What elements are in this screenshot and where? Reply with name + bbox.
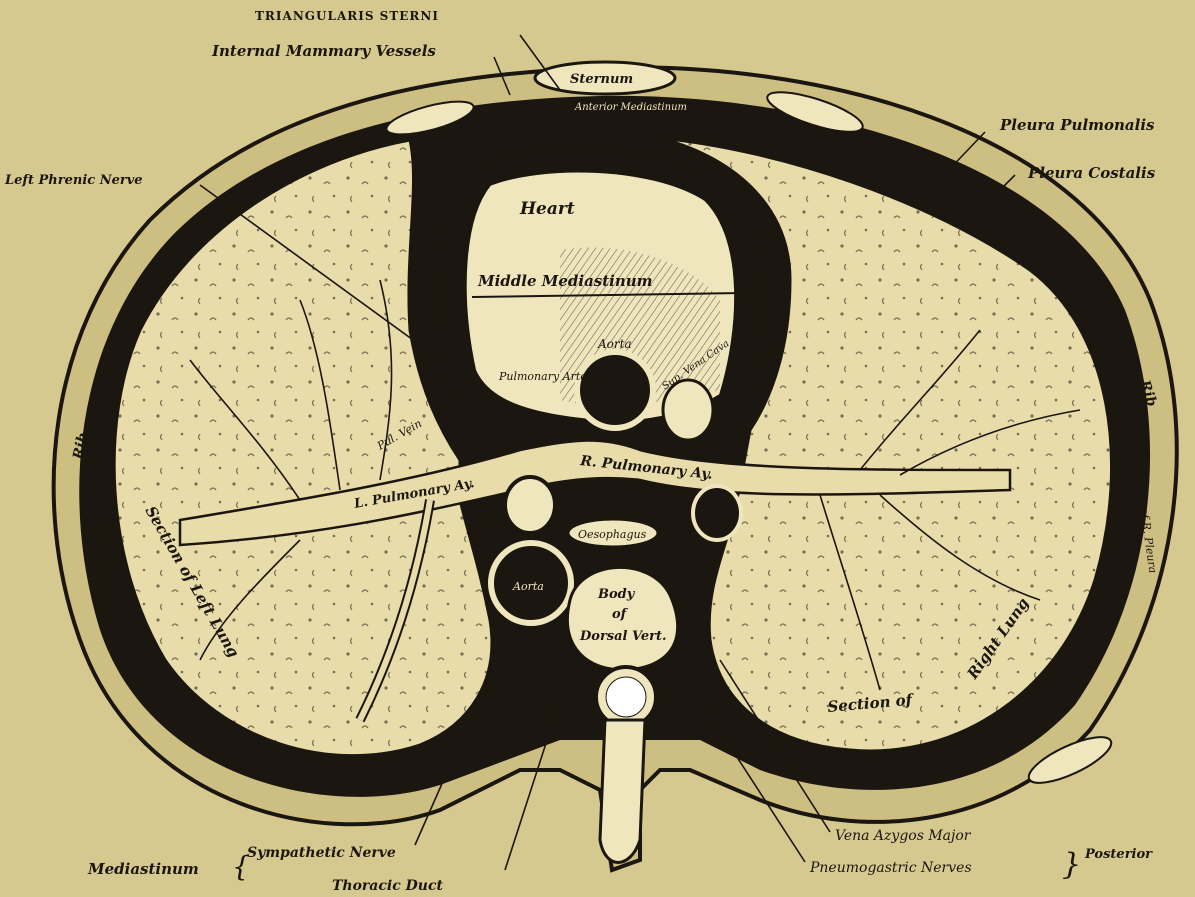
label-anterior-mediastinum: Anterior Mediastinum xyxy=(574,102,687,113)
label-thoracic-duct: Thoracic Duct xyxy=(332,878,443,894)
label-middle-mediastinum: Middle Mediastinum xyxy=(477,272,653,290)
label-oesophagus: Oesophagus xyxy=(578,528,647,541)
label-pleura-pulmonalis: Pleura Pulmonalis xyxy=(999,116,1155,134)
spinous-process xyxy=(600,720,645,863)
label-left-phrenic-nerve: Left Phrenic Nerve xyxy=(4,173,143,188)
label-body: Body xyxy=(597,587,636,602)
label-heart: Heart xyxy=(519,199,575,219)
label-sternum: Sternum xyxy=(570,72,633,87)
label-posterior: Posterior xyxy=(1084,847,1153,862)
label-of: of xyxy=(612,607,629,622)
label-dorsal-vert: Dorsal Vert. xyxy=(579,629,667,644)
label-pleura-costalis: Pleura Costalis xyxy=(1027,164,1156,182)
right-bronchus xyxy=(693,486,741,540)
label-internal-mammary-vessels: Internal Mammary Vessels xyxy=(211,42,436,60)
label-sympathetic-nerve: Sympathetic Nerve xyxy=(247,845,396,861)
label-mediastinum: Mediastinum xyxy=(87,860,199,878)
left-bronchus xyxy=(505,477,555,533)
brace-right: } xyxy=(1062,847,1081,882)
label-pulmonary-artery: Pulmonary Artery xyxy=(498,370,599,383)
label-triangularis-sterni: TRIANGULARIS STERNI xyxy=(255,9,439,23)
label-aorta: Aorta xyxy=(597,337,632,351)
label-aorta-desc: Aorta xyxy=(512,580,544,593)
label-pneumogastric-nerves: Pneumogastric Nerves xyxy=(809,860,972,876)
label-vena-azygos-major: Vena Azygos Major xyxy=(835,828,972,844)
ascending-aorta xyxy=(577,352,653,428)
